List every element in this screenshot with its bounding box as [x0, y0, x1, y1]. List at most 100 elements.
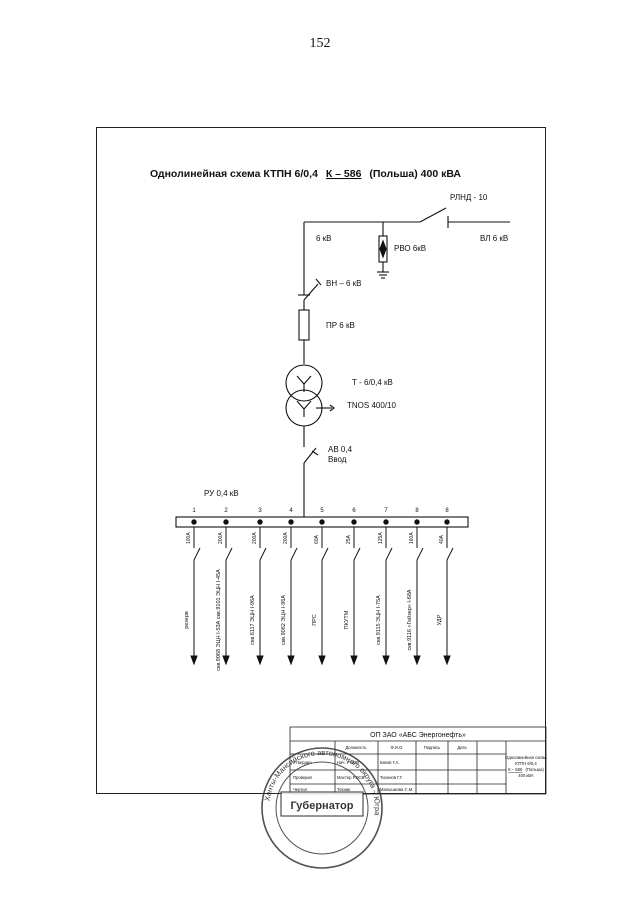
page-number: 152: [309, 36, 331, 51]
feeder-rating: 125А: [378, 532, 384, 544]
feeder-breaker-blade: [290, 547, 298, 561]
diagram-labels: РЛНД - 10 6 кВ ВЛ 6 кВ РВО 6кВ ВН – 6 кВ…: [204, 193, 508, 498]
feeder-name: УДР: [437, 614, 443, 625]
feeder-arrow: [413, 655, 421, 666]
feeder-number: 5: [320, 508, 324, 514]
feeder-breaker-blade: [259, 547, 267, 561]
feeder-8: [413, 519, 424, 666]
feeder-name: скв.9068 ЭЦН I-53А скв.9101 ЭЦН I-45А: [216, 569, 222, 671]
row3-position: Техник: [337, 787, 350, 792]
feeder-4: [287, 519, 298, 666]
feeder-rating: 25А: [346, 534, 352, 544]
feeder-arrow: [443, 655, 451, 666]
feeder-name: скв.9116 «Гейзер» I-68А: [406, 589, 413, 650]
feeder-1: [190, 519, 201, 666]
row3-role: Чертил: [293, 787, 308, 792]
header-name: Ф.И.О.: [391, 745, 404, 750]
feeder-7: [382, 519, 393, 666]
feeder-tap-dot: [319, 519, 325, 525]
feeder-tap-dot: [288, 519, 294, 525]
feeder-number: 6: [352, 508, 356, 514]
feeder-name: ПКУТМ: [344, 610, 350, 629]
feeder-breaker-blade: [446, 547, 454, 561]
rlnd-label: РЛНД - 10: [450, 193, 488, 202]
title-block-text: ОП ЗАО «АБС Энергонефть» Должность Ф.И.О…: [293, 732, 548, 792]
feeder-rating: 40А: [439, 534, 445, 544]
feeder-number: 8: [445, 508, 449, 514]
feeder-number: 1: [192, 508, 196, 514]
feeder-number: 2: [224, 508, 228, 514]
doc-title-line3: К – 586 (Польша): [508, 767, 544, 772]
feeder-name: резерв: [184, 611, 190, 629]
doc-title-line1: Однолинейная схема: [505, 755, 547, 760]
feeder-arrow: [256, 655, 264, 666]
rlnd-switch-blade: [419, 207, 447, 223]
row2-position: Мастер РЭСБ: [337, 775, 364, 780]
load-switch-blade: [303, 283, 319, 301]
feeder-breaker-blade: [416, 547, 424, 561]
feeder-tap-dot: [257, 519, 263, 525]
row3-name: Малышкова С.М.: [380, 787, 413, 792]
fuse-label: ПР 6 кВ: [326, 321, 355, 330]
feeder-arrow: [382, 655, 390, 666]
organization-name: ОП ЗАО «АБС Энергонефть»: [370, 732, 466, 739]
feeder-breaker-blade: [385, 547, 393, 561]
doc-title-line2: КТПН 6/0,4: [515, 761, 537, 766]
line-label: ВЛ 6 кВ: [480, 234, 508, 243]
seal-center-text: Губернатор: [290, 800, 353, 812]
row1-role: Утвердил: [293, 760, 312, 765]
feeder-arrow: [222, 655, 230, 666]
feeder-name: ПРС: [312, 614, 318, 626]
feeder-number: 7: [384, 508, 388, 514]
feeder-tap-dot: [351, 519, 357, 525]
arrester-label: РВО 6кВ: [394, 244, 426, 253]
governor-seal: Губернатор Ханты-Мансийского автономного…: [261, 747, 383, 869]
feeder-name: скв.9062 ЭЦН I-96А: [281, 595, 287, 645]
seal-center-box: [280, 791, 364, 817]
row2-role: Проверил: [293, 775, 313, 780]
feeder-name: скв.9115 ЭЦН I-75А: [376, 595, 382, 645]
feeder-6: [350, 519, 361, 666]
feeder-5: [318, 519, 329, 666]
header-signature: Подпись: [424, 745, 441, 750]
row1-name: Бяков Г.А.: [380, 760, 400, 765]
feeder-rating: 200А: [283, 532, 289, 544]
load-switch-label: ВН – 6 кВ: [326, 279, 362, 288]
fuse-body: [298, 309, 310, 341]
feeder-number: 8: [415, 508, 419, 514]
header-position: Должность: [345, 745, 367, 750]
feeder-2: [222, 519, 233, 666]
feeder-breaker-blade: [193, 547, 201, 561]
feeder-breaker-blade: [353, 547, 361, 561]
ru-label: РУ 0,4 кВ: [204, 489, 239, 498]
transformer-ratio-label: Т - 6/0,4 кВ: [352, 378, 393, 387]
feeder-arrow: [318, 655, 326, 666]
row2-name: Тихонов Г.Г.: [380, 775, 403, 780]
feeder-number: 4: [289, 508, 293, 514]
feeder-breaker-blade: [225, 547, 233, 561]
hv-bus-label: 6 кВ: [316, 234, 332, 243]
feeder-rating: 200А: [252, 532, 258, 544]
feeder-arrow: [287, 655, 295, 666]
title-block: [289, 726, 547, 795]
transformer-model-label: TNOS 400/10: [347, 401, 396, 410]
feeder-tap-dot: [414, 519, 420, 525]
feeder-number: 3: [258, 508, 262, 514]
feeder-group: 1 100А резерв 2 200А скв.9068 ЭЦН I-53А скв.9…: [184, 508, 454, 671]
feeder-rating: 60А: [314, 534, 320, 544]
row1-position: Нач. Р-5СВ: [337, 760, 359, 765]
feeder-arrow: [350, 655, 358, 666]
feeder-rating: 100А: [186, 532, 192, 544]
main-breaker-blade: [303, 447, 317, 464]
header-date: Дата: [457, 745, 467, 750]
feeder-tap-dot: [444, 519, 450, 525]
feeder-tap-dot: [223, 519, 229, 525]
feeder-arrow: [190, 655, 198, 666]
feeder-tap-dot: [191, 519, 197, 525]
feeder-tap-dot: [383, 519, 389, 525]
breaker-label-1: АВ 0,4: [328, 445, 353, 454]
feeder-3: [256, 519, 267, 666]
feeder-breaker-blade: [321, 547, 329, 561]
feeder-name: скв.6117 ЭЦН I-96А: [250, 595, 256, 645]
